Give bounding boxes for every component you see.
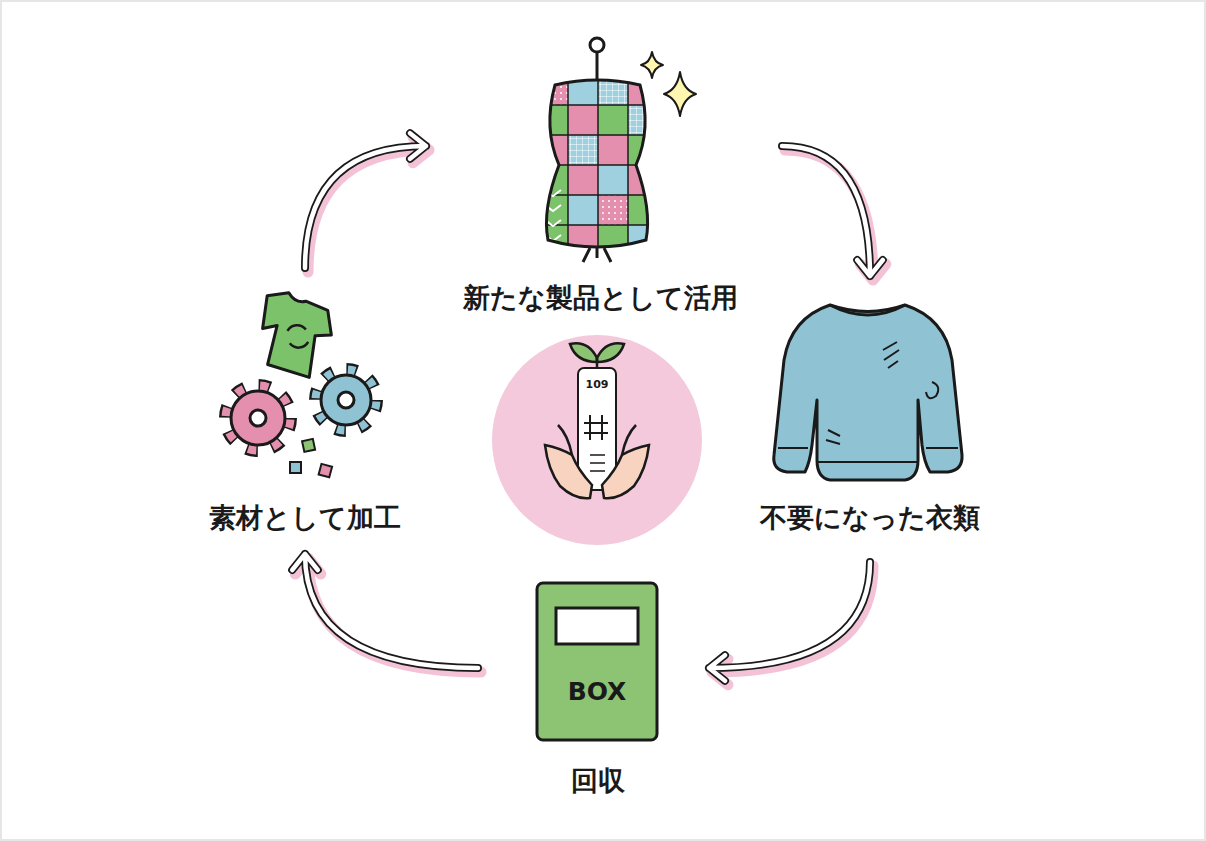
arrow-body <box>709 562 870 681</box>
arrow-outline <box>782 146 883 276</box>
stage-new-product: 新たな製品として活用 <box>440 30 760 320</box>
arrow-body <box>305 133 426 268</box>
stage-caption: 新たな製品として活用 <box>440 282 760 314</box>
sparkles <box>641 52 696 116</box>
collection-box <box>537 583 657 740</box>
arrow-outline <box>305 133 426 268</box>
gear-pink <box>227 387 289 449</box>
arrow-outline <box>292 554 478 668</box>
cycle-arrow <box>292 554 481 672</box>
cycle-arrow <box>709 562 873 685</box>
box-label: BOX <box>568 679 627 704</box>
stage-processing: 素材として加工 <box>190 290 420 540</box>
stage-caption: 不要になった衣類 <box>740 502 1000 534</box>
cycle-arrow <box>305 133 429 272</box>
cycle-arrow <box>782 146 886 280</box>
arrow-body <box>292 554 478 668</box>
arrow-outline <box>709 562 870 681</box>
mannequin <box>538 38 658 262</box>
material-bits <box>290 439 332 477</box>
sweater <box>774 305 962 480</box>
recycle-shirt <box>257 290 337 380</box>
stage-unwanted-clothes: 不要になった衣類 <box>740 290 1000 540</box>
arrow-body <box>782 146 883 276</box>
stage-caption: 素材として加工 <box>190 502 420 534</box>
center-emblem <box>492 335 702 545</box>
gear-blue <box>317 371 375 429</box>
stage-caption: 回収 <box>500 765 695 797</box>
logo-number: 109 <box>586 379 609 390</box>
